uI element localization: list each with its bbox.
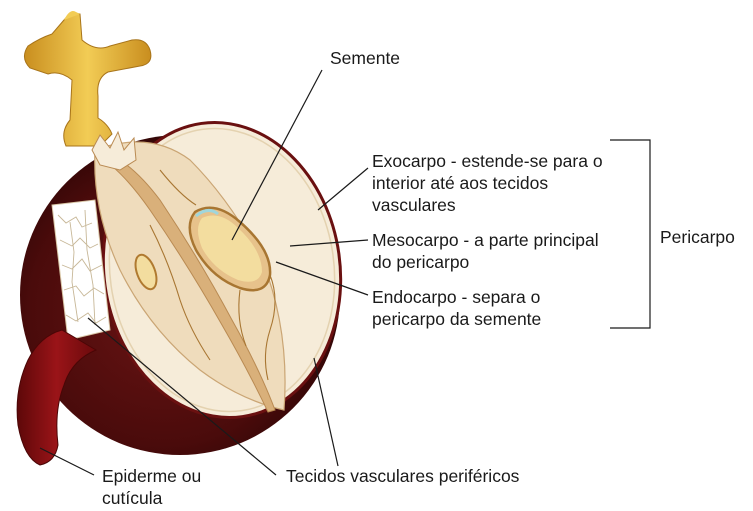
stem [24,11,150,146]
label-exocarpo-line2: interior até aos tecidos [372,172,548,194]
label-semente: Semente [330,47,400,69]
label-epiderme-line2: cutícula [102,487,162,509]
label-epiderme-line1: Epiderme ou [102,465,201,487]
label-exocarpo-line3: vasculares [372,194,456,216]
label-exocarpo-line1: Exocarpo - estende-se para o [372,150,603,172]
pericarpo-bracket [610,140,650,328]
label-mesocarpo-line1: Mesocarpo - a parte principal [372,229,599,251]
label-mesocarpo-line2: do pericarpo [372,251,469,273]
label-endocarpo-line2: pericarpo da semente [372,308,541,330]
label-endocarpo-line1: Endocarpo - separa o [372,286,540,308]
label-pericarpo: Pericarpo [660,226,735,248]
label-tecidos-vasculares: Tecidos vasculares periféricos [286,465,519,487]
